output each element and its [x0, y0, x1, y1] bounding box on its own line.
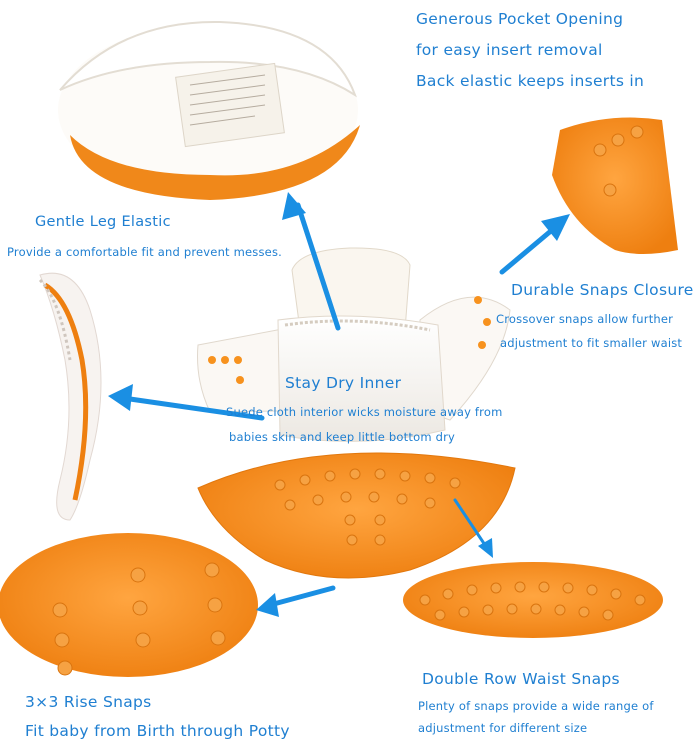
pocket-line-3: Back elastic keeps inserts in [416, 72, 645, 90]
waist-snaps-desc-1: Plenty of snaps provide a wide range of [418, 699, 654, 713]
waist-snaps-desc-2: adjustment for different size [418, 721, 588, 735]
rise-snaps-image [0, 533, 258, 677]
arrow-to-leg-elastic [108, 384, 265, 421]
pocket-line-1: Generous Pocket Opening [416, 10, 624, 28]
leg-elastic-desc: Provide a comfortable fit and prevent me… [7, 245, 282, 259]
arrow-to-pocket [282, 192, 341, 331]
arrow-to-waist-snaps [453, 498, 493, 558]
snaps-closure-image [552, 117, 678, 255]
waist-snaps-image [403, 562, 663, 638]
snaps-closure-desc-2: adjustment to fit smaller waist [500, 336, 683, 350]
leg-elastic-title: Gentle Leg Elastic [35, 214, 171, 230]
care-label-lines [189, 74, 266, 126]
stay-dry-desc-2: babies skin and keep little bottom dry [229, 430, 456, 444]
rise-snaps-title: 3×3 Rise Snaps [25, 693, 152, 711]
pocket-line-2: for easy insert removal [416, 41, 603, 59]
stay-dry-title: Stay Dry Inner [285, 374, 402, 392]
arrow-to-snaps-closure [499, 214, 570, 275]
stay-dry-desc-1: Suede cloth interior wicks moisture away… [226, 405, 503, 419]
snaps-closure-title: Durable Snaps Closure [511, 281, 694, 299]
arrow-to-rise-snaps [256, 585, 336, 617]
pocket-opening-image [58, 20, 360, 200]
snaps-closure-desc-1: Crossover snaps allow further [496, 312, 674, 326]
leg-elastic-image [38, 272, 102, 521]
diaper-main-image [197, 247, 516, 579]
waist-snaps-title: Double Row Waist Snaps [422, 670, 620, 688]
rise-snaps-desc: Fit baby from Birth through Potty [25, 722, 290, 740]
